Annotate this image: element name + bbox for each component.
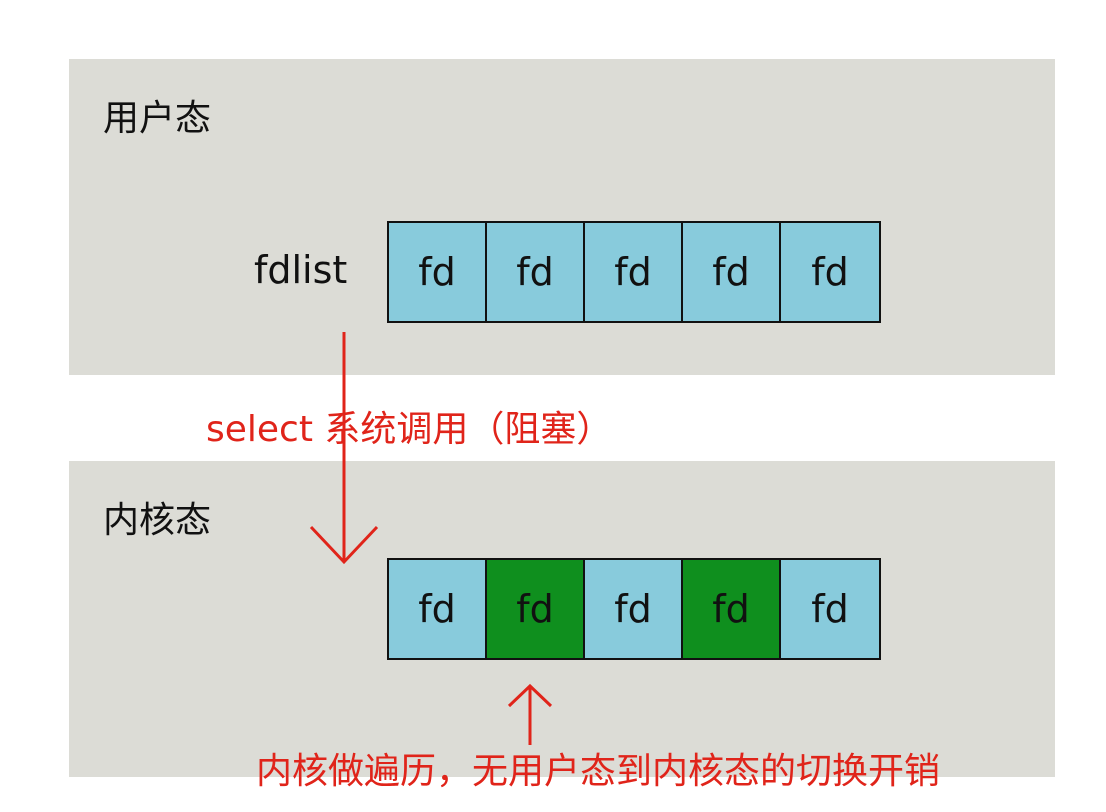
- user-fd-cell: fd: [585, 223, 683, 321]
- kernel-space-title: 内核态: [103, 500, 212, 541]
- user-fd-cell: fd: [781, 223, 879, 321]
- kernel-fd-cell: fd: [781, 560, 879, 658]
- user-fd-cell: fd: [683, 223, 781, 321]
- kernel-fd-cell: fd: [389, 560, 487, 658]
- traversal-annotation: 内核做遍历，无用户态到内核态的切换开销: [256, 751, 941, 792]
- kernel-fd-cell-ready: fd: [487, 560, 585, 658]
- user-fd-cell: fd: [389, 223, 487, 321]
- syscall-annotation: select 系统调用（阻塞）: [206, 409, 613, 450]
- user-fd-list: fd fd fd fd fd: [387, 221, 881, 323]
- user-space-panel: 用户态: [69, 59, 1055, 375]
- user-fd-cell: fd: [487, 223, 585, 321]
- kernel-fd-list: fd fd fd fd fd: [387, 558, 881, 660]
- fdlist-label: fdlist: [254, 248, 348, 292]
- user-space-title: 用户态: [103, 98, 212, 139]
- kernel-fd-cell: fd: [585, 560, 683, 658]
- kernel-fd-cell-ready: fd: [683, 560, 781, 658]
